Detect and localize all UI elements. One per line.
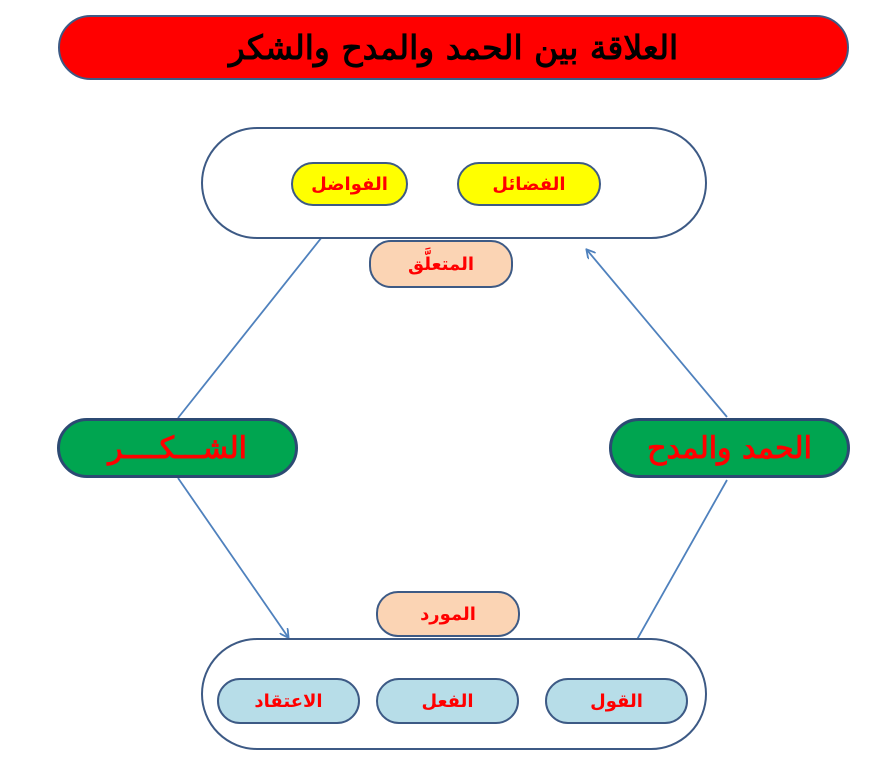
top-item-fawadil: الفواضل bbox=[291, 162, 408, 206]
bottom-item-qawl: القول bbox=[545, 678, 688, 724]
top-group-label: المتعلَّق bbox=[369, 240, 513, 288]
diagram-title: العلاقة بين الحمد والمدح والشكر bbox=[58, 15, 849, 80]
arrow-hamd-to-top bbox=[587, 250, 728, 418]
bottom-group-label: المورد bbox=[376, 591, 520, 637]
bottom-item-itiqad: الاعتقاد bbox=[217, 678, 360, 724]
node-hamd-madh: الحمد والمدح bbox=[609, 418, 850, 478]
arrow-shukr-to-bottom bbox=[177, 477, 288, 637]
bottom-item-fil: الفعل bbox=[376, 678, 519, 724]
top-group-frame bbox=[201, 127, 707, 239]
node-shukr: الشـــكــــر bbox=[57, 418, 298, 478]
top-item-fadail: الفضائل bbox=[457, 162, 601, 206]
